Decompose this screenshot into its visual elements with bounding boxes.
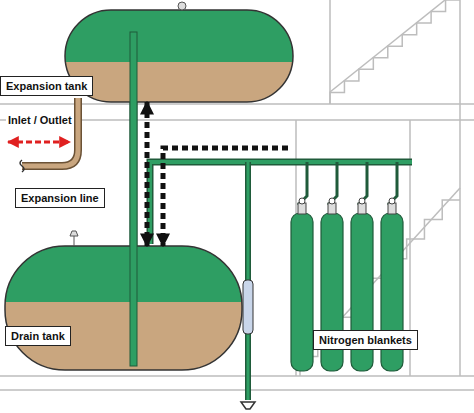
drain-funnel bbox=[241, 402, 255, 409]
staircase bbox=[300, 0, 460, 376]
equipment-label: Nitrogen blankets bbox=[313, 330, 418, 350]
sight-glass bbox=[243, 280, 253, 334]
equipment-label: Drain tank bbox=[5, 326, 71, 346]
expansion-tank-shape bbox=[65, 10, 293, 102]
drain-pipe bbox=[130, 32, 137, 366]
valve bbox=[70, 2, 186, 246]
equipment-node: Drain tank bbox=[5, 246, 242, 370]
pipe-label: Expansion line bbox=[15, 188, 105, 208]
pipe-label: Inlet / Outlet bbox=[6, 112, 74, 128]
equipment-label: Expansion tank bbox=[0, 76, 93, 96]
flow-arrow bbox=[163, 148, 288, 246]
equipment-node: Expansion tank bbox=[65, 10, 293, 102]
inlet-outlet-arrow bbox=[8, 141, 70, 144]
drain-tank-shape bbox=[5, 246, 242, 370]
building-outline bbox=[0, 0, 474, 390]
expansion-pipe bbox=[22, 98, 78, 166]
equipment-node: Nitrogen blankets bbox=[288, 140, 412, 372]
expansion-pipe-outline bbox=[22, 98, 78, 166]
pipe-break bbox=[20, 160, 24, 172]
flow-arrow bbox=[145, 102, 150, 246]
nitrogen-piping bbox=[150, 162, 412, 400]
pipe-inside bbox=[130, 32, 137, 366]
